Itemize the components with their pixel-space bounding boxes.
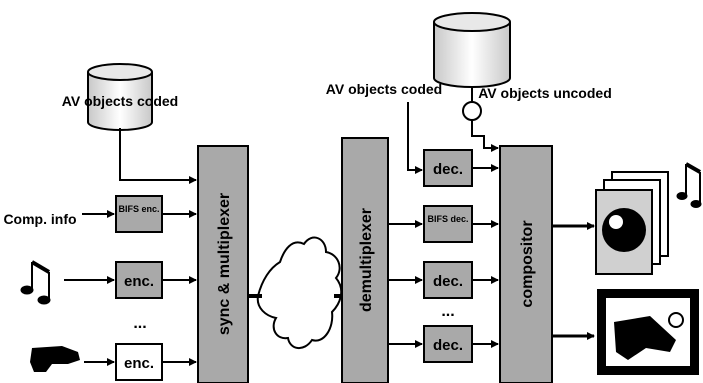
svg-text:dec.: dec.: [433, 273, 463, 290]
database-right-icon: [434, 13, 510, 87]
demux-to-dec-arrows: [388, 102, 422, 344]
network-cloud-icon: [258, 238, 341, 348]
compositor-to-output-arrows: [552, 226, 594, 336]
svg-text:BIFS enc.: BIFS enc.: [118, 204, 159, 214]
av-objects-uncoded-label: AV objects uncoded: [478, 85, 612, 101]
svg-text:dec.: dec.: [433, 337, 463, 354]
dec-box-3: dec.: [424, 326, 472, 362]
music-note-right-icon: [677, 164, 701, 208]
dec-box-2: dec.: [424, 262, 472, 298]
svg-text:enc.: enc.: [124, 355, 154, 372]
dec-box-1: dec.: [424, 150, 472, 186]
enc-to-mux-arrows: [120, 128, 196, 362]
display-screens-icon: [596, 172, 668, 274]
svg-text:sync & multiplexer: sync & multiplexer: [216, 193, 233, 335]
bifs-dec-box: BIFS dec.: [424, 206, 472, 242]
sync-multiplexer-block: sync & multiplexer: [198, 146, 248, 383]
comp-info-label: Comp. info: [3, 211, 76, 227]
music-note-left-icon: [21, 262, 50, 304]
svg-text:BIFS dec.: BIFS dec.: [427, 214, 468, 224]
av-objects-coded-right-label: AV objects coded: [326, 81, 442, 97]
enc-box-2: enc.: [116, 344, 162, 380]
av-objects-coded-left-label: AV objects coded: [62, 93, 178, 109]
compositor-block: compositor: [500, 146, 552, 383]
svg-text:dec.: dec.: [433, 161, 463, 178]
svg-text:compositor: compositor: [519, 220, 536, 307]
ellipsis-left: ...: [133, 315, 146, 332]
bifs-enc-box: BIFS enc.: [116, 196, 162, 232]
dec-to-compositor-arrows: [472, 168, 498, 344]
ellipsis-right: ...: [441, 303, 454, 320]
enc-box-1: enc.: [116, 262, 162, 298]
svg-text:enc.: enc.: [124, 273, 154, 290]
demultiplexer-block: demultiplexer: [342, 138, 388, 383]
svg-text:demultiplexer: demultiplexer: [358, 208, 375, 312]
hand-pointer-icon: [30, 346, 80, 372]
hand-display-icon: [598, 290, 698, 374]
input-arrows: [64, 214, 114, 362]
